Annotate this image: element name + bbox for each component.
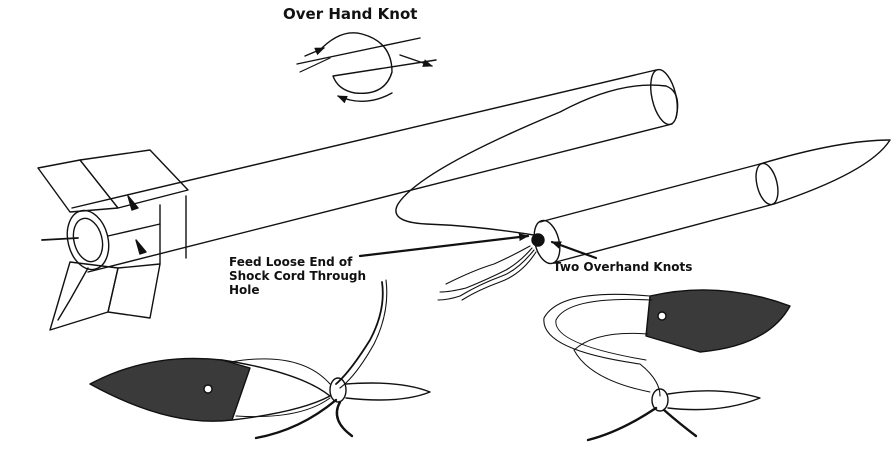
feed-cord-label-line: Hole	[229, 284, 366, 298]
overhand-knots-label: Two Overhand Knots	[553, 261, 692, 275]
knot-arrow-icon	[338, 93, 392, 101]
nose-cone-assembly	[530, 140, 890, 266]
feed-cord-label: Feed Loose End of Shock Cord Through Hol…	[229, 256, 366, 297]
feed-cord-arrow-icon	[360, 236, 528, 256]
overhand-knot-sketch	[297, 33, 436, 102]
knot-hole-icon	[532, 234, 544, 246]
diagram-title: Over Hand Knot	[283, 6, 417, 23]
feed-cord-label-line: Feed Loose End of	[229, 256, 366, 270]
parachute-bundle-right	[544, 290, 790, 440]
parachute-bundle-left	[90, 280, 430, 438]
shock-cord-loop	[396, 85, 678, 236]
knot-arrow-icon	[305, 48, 324, 56]
loose-cord-strands	[438, 246, 536, 300]
rocket-fins	[38, 150, 188, 330]
feed-cord-label-line: Shock Cord Through	[229, 270, 366, 284]
